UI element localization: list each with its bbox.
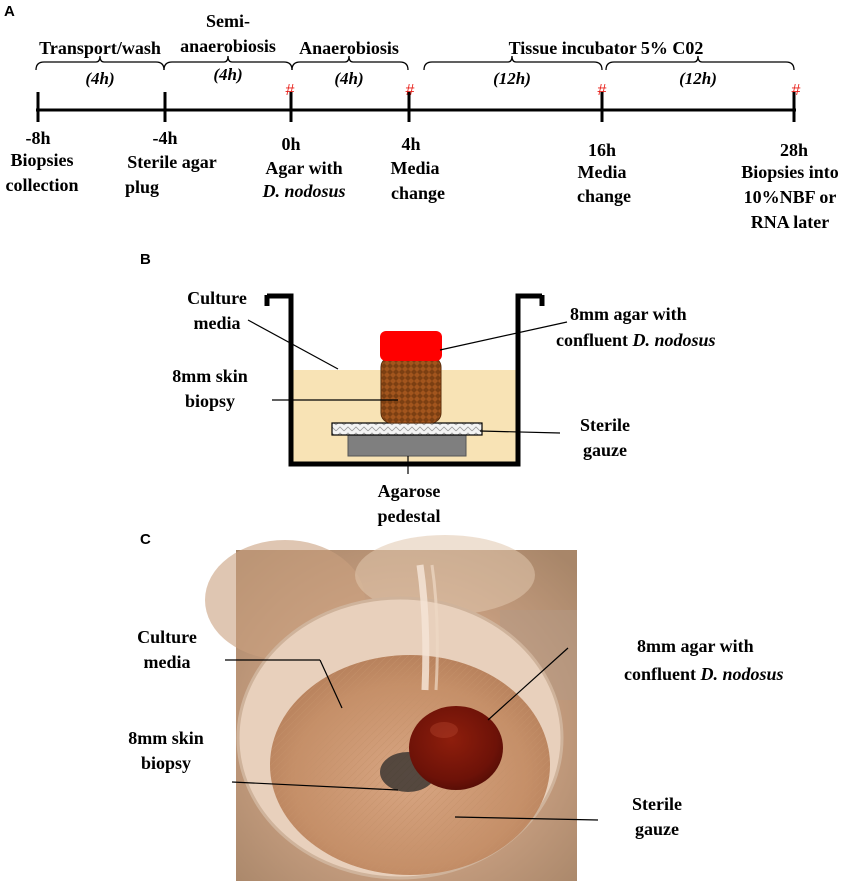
duration-incubator-1: (12h) (493, 69, 531, 88)
event-label-sterile-agar: Sterile agar (127, 152, 216, 172)
label-b-8mm-skin: 8mm skin (172, 366, 248, 386)
well-walls (267, 293, 542, 467)
phase-braces (35, 55, 795, 71)
label-b-media: media (194, 313, 241, 333)
event-label-media-16h: Media (578, 162, 627, 182)
label-b-sterile: Sterile (580, 415, 630, 435)
event-label-media-4h: Media (391, 158, 440, 178)
event-label-rna-later: RNA later (751, 212, 829, 232)
event-label-collection: collection (6, 175, 79, 195)
phase-transport-label: Transport/wash (39, 38, 161, 58)
timeline-axis (36, 92, 796, 122)
label-b-culture: Culture (187, 288, 247, 308)
event-time-minus4: -4h (152, 128, 177, 148)
label-b-agarose: Agarose (378, 481, 441, 501)
event-label-change-16h: change (577, 186, 631, 206)
panel-label-a: A (4, 3, 15, 20)
label-b-biopsy: biopsy (185, 391, 235, 411)
marker-0h: # (286, 82, 295, 99)
label-c-agar-top: 8mm agar with (637, 636, 754, 656)
label-c-sterile: Sterile (632, 794, 682, 814)
label-c-agar-bottom: confluent D. nodosus (624, 664, 784, 684)
event-time-4: 4h (401, 134, 420, 154)
event-label-change-4h: change (391, 183, 445, 203)
marker-28h: # (792, 82, 801, 99)
well-diagram (264, 293, 545, 467)
label-b-agar-top: 8mm agar with (570, 304, 687, 324)
photo-well (205, 535, 577, 881)
agarose-pedestal-shape (347, 432, 467, 457)
skin-biopsy-shape (380, 356, 442, 424)
phase-incubator-label: Tissue incubator 5% C02 (509, 38, 704, 58)
label-b-gauze: gauze (583, 440, 627, 460)
phase-anaerobiosis-label: Anaerobiosis (299, 38, 399, 58)
event-label-biopsies: Biopsies (10, 150, 73, 170)
marker-4h: # (406, 82, 415, 99)
event-time-28: 28h (780, 140, 808, 160)
duration-incubator-2: (12h) (679, 69, 717, 88)
panel-label-c: C (140, 531, 151, 548)
event-label-nbf: 10%NBF or (744, 187, 837, 207)
duration-anaerobiosis: (4h) (334, 69, 363, 88)
phase-semi-label-2: anaerobiosis (180, 36, 276, 56)
label-c-media: media (144, 652, 191, 672)
marker-16h: # (598, 82, 607, 99)
label-c-confluent: confluent (624, 664, 701, 684)
event-label-dnodosus: D. nodosus (261, 181, 345, 201)
label-b-dnodosus: D. nodosus (632, 330, 716, 350)
phase-semi-label-1: Semi- (206, 11, 250, 31)
event-time-minus8: -8h (25, 128, 50, 148)
sterile-gauze-shape (331, 422, 483, 436)
label-c-dnodosus: D. nodosus (700, 664, 784, 684)
leader-lines-b (247, 319, 568, 474)
label-c-culture: Culture (137, 627, 197, 647)
event-time-16: 16h (588, 140, 616, 160)
label-b-confluent: confluent (556, 330, 633, 350)
event-label-biopsies-into: Biopsies into (741, 162, 839, 182)
event-time-0: 0h (281, 134, 300, 154)
leader-lines-c (225, 647, 599, 821)
label-c-gauze: gauze (635, 819, 679, 839)
event-label-agar-with: Agar with (265, 158, 342, 178)
label-c-8mm-skin: 8mm skin (128, 728, 204, 748)
label-c-biopsy: biopsy (141, 753, 191, 773)
event-label-plug: plug (125, 177, 159, 197)
label-b-pedestal: pedestal (378, 506, 441, 526)
photo-agar-plug (409, 706, 503, 790)
panel-label-b: B (140, 251, 151, 268)
duration-semi: (4h) (213, 65, 242, 84)
agar-plug-shape (380, 331, 442, 361)
duration-transport: (4h) (85, 69, 114, 88)
label-b-agar-bottom: confluent D. nodosus (556, 330, 716, 350)
